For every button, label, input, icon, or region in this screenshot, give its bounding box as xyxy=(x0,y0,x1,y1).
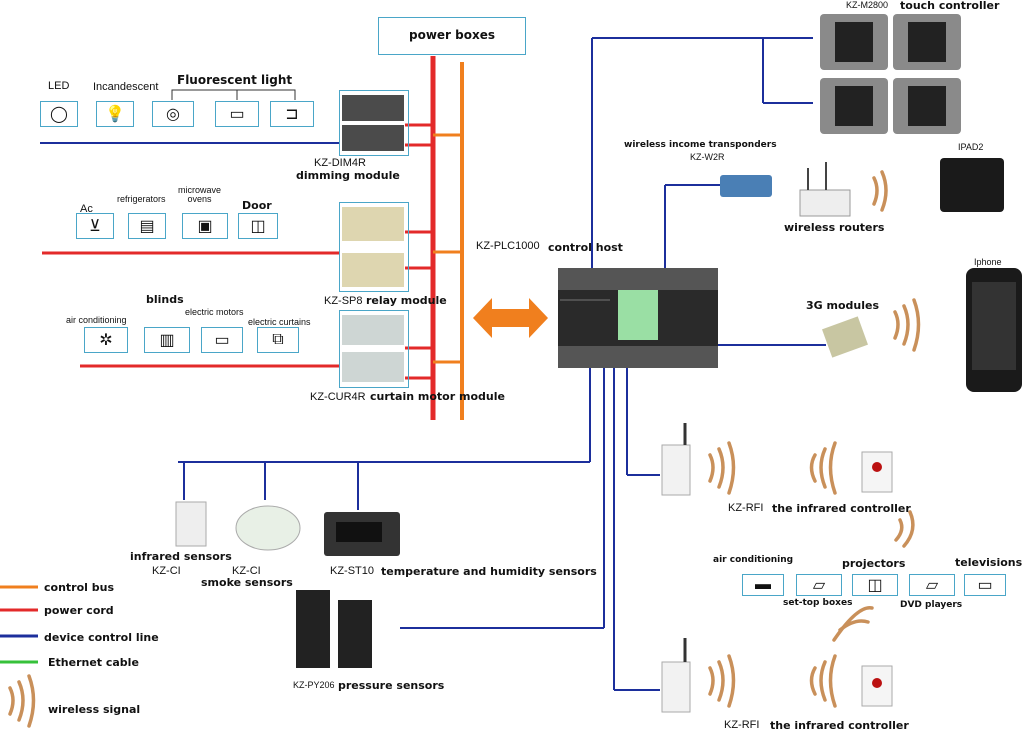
legend-power-cord: power cord xyxy=(44,604,114,617)
projectors-label: projectors xyxy=(842,557,906,570)
television-icon: ▭ xyxy=(964,574,1006,596)
blinds-icon: ▥ xyxy=(144,327,190,353)
power-boxes-label: power boxes xyxy=(409,28,496,42)
curtain-module-code: KZ-CUR4R xyxy=(310,391,366,403)
pressure-sensor-code: KZ-PY206 xyxy=(293,680,335,690)
power-boxes-box xyxy=(378,17,526,55)
fluorescent-lamp-icon: ⊐ xyxy=(270,101,314,127)
led-label: LED xyxy=(48,80,70,92)
transponders-code: KZ-W2R xyxy=(690,152,725,162)
routers-label: wireless routers xyxy=(784,221,885,234)
dimming-module-name: dimming module xyxy=(296,169,400,182)
dvd-label: DVD players xyxy=(900,600,963,610)
electric-motors-label: electric motors xyxy=(185,307,244,317)
infrared-sensors-code: KZ-CI xyxy=(152,565,181,577)
wireless-devices xyxy=(720,158,1022,392)
sensor-devices xyxy=(175,501,400,668)
legend-swatches xyxy=(0,585,38,664)
infrared-devices xyxy=(661,423,893,713)
fluorescent-bracket xyxy=(171,89,296,100)
dvd-player-icon: ▱ xyxy=(909,574,955,596)
dimming-module-code: KZ-DIM4R xyxy=(314,157,366,169)
led-icon: ◯ xyxy=(40,101,78,127)
infrared-bottom-code: KZ-RFI xyxy=(724,719,760,731)
curtain-module-frame xyxy=(339,310,409,388)
door-icon: ◫ xyxy=(238,213,278,239)
legend-control-bus: control bus xyxy=(44,581,115,594)
air-conditioning-icon: ✲ xyxy=(84,327,128,353)
av-ac-icon: ▬ xyxy=(742,574,784,596)
infrared-bottom-name: the infrared controller xyxy=(770,719,909,731)
legend-wireless: wireless signal xyxy=(48,703,141,716)
temp-sensor-label: temperature and humidity sensors xyxy=(381,565,597,578)
microwave-label: microwave ovens xyxy=(178,185,222,204)
legend-device-control: device control line xyxy=(44,631,159,644)
projector-icon: ◫ xyxy=(852,574,898,596)
power-cord-branches xyxy=(42,123,433,380)
infrared-sensors-label: infrared sensors xyxy=(130,550,232,563)
host-name: control host xyxy=(548,241,623,254)
device-control-lines xyxy=(40,37,826,691)
curtain-module-name: curtain motor module xyxy=(370,390,505,403)
dimming-module-frame xyxy=(339,90,409,156)
incandescent-icon: 💡 xyxy=(96,101,134,127)
ac-curtain-label: air conditioning xyxy=(66,315,127,325)
pressure-sensor-label: pressure sensors xyxy=(338,679,445,692)
refrigerators-label: refrigerators xyxy=(117,194,166,204)
touch-panels xyxy=(820,14,961,134)
smoke-sensors-code: KZ-CI xyxy=(232,565,261,577)
av-ac-label: air conditioning xyxy=(713,555,794,565)
ac-socket-icon: ⊻ xyxy=(76,213,114,239)
ac-label: Ac xyxy=(80,203,93,215)
blinds-label: blinds xyxy=(146,293,184,306)
microwave-icon: ▣ xyxy=(182,213,228,239)
control-bus-branches xyxy=(433,133,462,364)
modules-3g-label: 3G modules xyxy=(806,299,880,312)
incandescent-label: Incandescent xyxy=(93,81,159,93)
relay-module-code: KZ-SP8 xyxy=(324,295,363,307)
door-label: Door xyxy=(242,199,272,212)
electric-curtains-label: electric curtains xyxy=(248,317,311,327)
infrared-top-code: KZ-RFI xyxy=(728,502,764,514)
electric-motor-icon: ▭ xyxy=(201,327,243,353)
touch-name: touch controller xyxy=(900,0,1000,12)
smoke-sensors-label: smoke sensors xyxy=(201,576,293,589)
fluorescent-ring-icon: ◎ xyxy=(152,101,194,127)
televisions-label: televisions xyxy=(955,556,1023,569)
set-top-box-icon: ▱ xyxy=(796,574,842,596)
infrared-top-name: the infrared controller xyxy=(772,502,911,515)
bus-arrow xyxy=(473,298,548,338)
relay-module-frame xyxy=(339,202,409,292)
fluorescent-label: Fluorescent light xyxy=(177,73,293,87)
electric-curtain-icon: ⧉ xyxy=(257,327,299,353)
wireless-signals xyxy=(8,170,921,728)
module-devices xyxy=(342,95,404,382)
iphone-label: Iphone xyxy=(974,257,1002,267)
transponders-label: wireless income transponders xyxy=(624,140,777,150)
fluorescent-tube-icon: ▭ xyxy=(215,101,259,127)
relay-module-name: relay module xyxy=(366,294,447,307)
host-code: KZ-PLC1000 xyxy=(476,240,540,252)
touch-code: KZ-M2800 xyxy=(846,0,889,10)
temp-sensor-code: KZ-ST10 xyxy=(330,565,375,577)
refrigerator-icon: ▤ xyxy=(128,213,166,239)
set-top-label: set-top boxes xyxy=(783,598,853,608)
legend-ethernet: Ethernet cable xyxy=(48,656,139,669)
ipad-label: IPAD2 xyxy=(958,142,984,152)
control-host-device xyxy=(558,268,718,368)
